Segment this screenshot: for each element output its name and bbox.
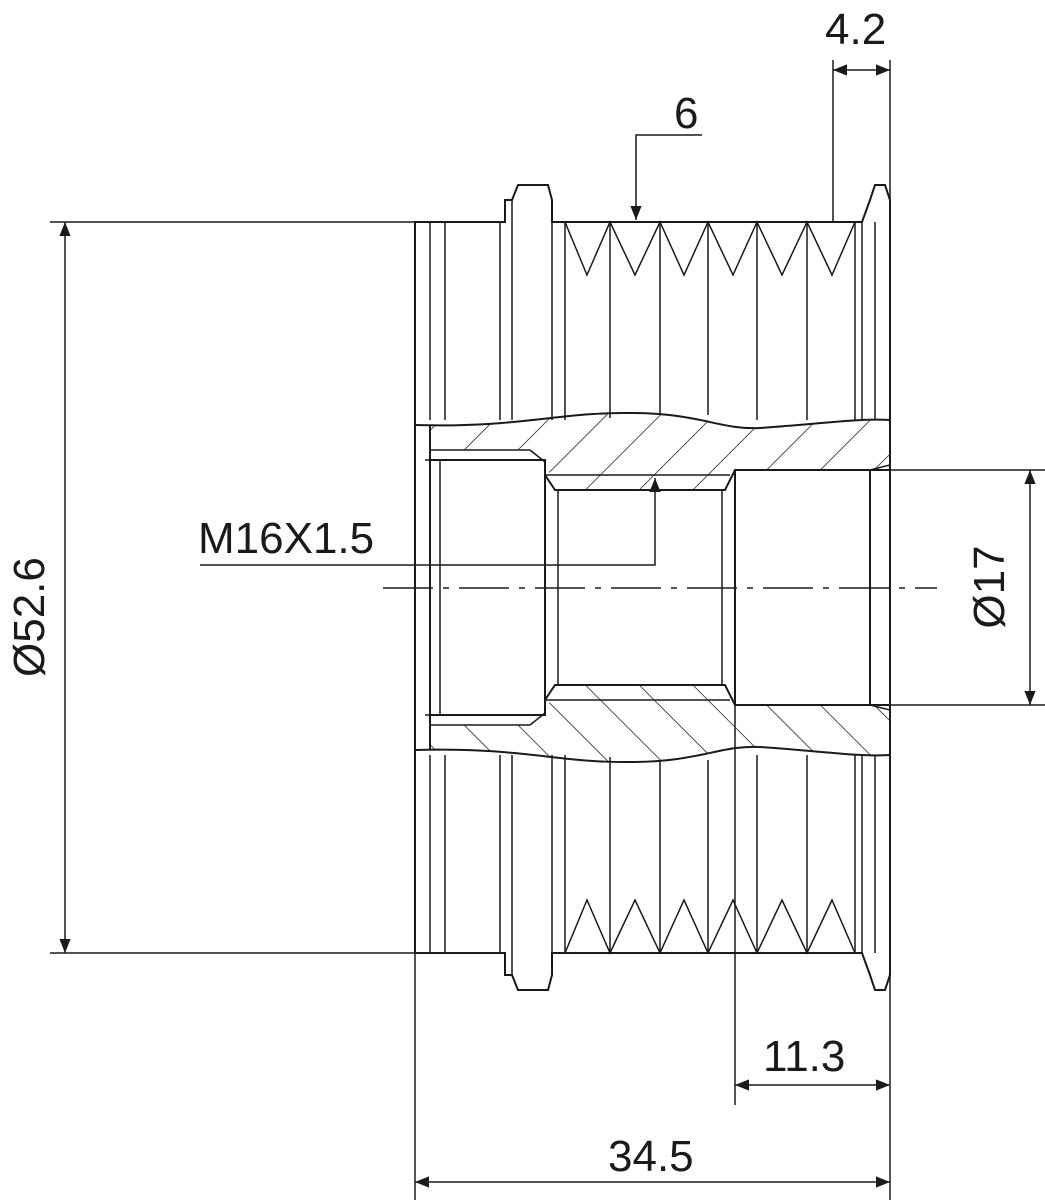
bore-depth-label: 11.3 [763, 1032, 846, 1081]
upper-half-profile [414, 184, 891, 491]
groove-count-leader [630, 134, 702, 220]
groove-count-label: 6 [674, 89, 699, 138]
thread-leader [200, 478, 661, 566]
flange-width-label: 4.2 [825, 5, 887, 54]
lower-half-profile [414, 684, 891, 991]
overall-length-label: 34.5 [608, 1132, 694, 1181]
thread-label: M16X1.5 [198, 514, 375, 563]
outer-diameter-label: Ø52.6 [5, 557, 54, 677]
bore-diameter-label: Ø17 [965, 545, 1014, 629]
